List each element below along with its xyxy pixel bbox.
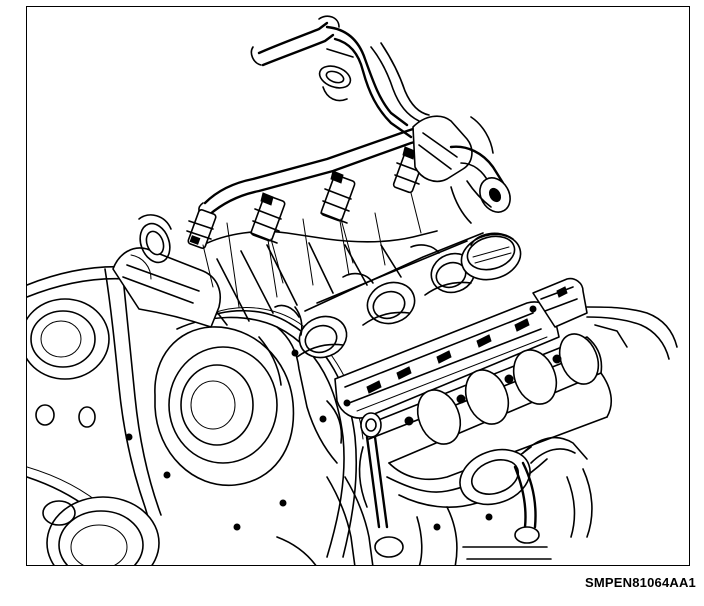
engine-block (258, 306, 343, 464)
intake-plenum (202, 212, 438, 322)
fuel-injector-1 (186, 209, 217, 249)
fuel-injector-3 (320, 170, 356, 224)
oil-pan-area (276, 476, 404, 565)
oil-filler-cap (460, 232, 522, 281)
injector-guide-lines (202, 192, 422, 288)
fuel-lines (250, 15, 430, 139)
figure-code-label: SMPEN81064AA1 (585, 575, 696, 590)
lower-left-pulley (42, 496, 160, 565)
ignition-coil-pack (532, 277, 678, 360)
cylinder-head (360, 333, 613, 481)
fuel-pressure-regulator (412, 115, 511, 224)
lower-right-accessories (386, 436, 593, 565)
valve-cover (334, 301, 560, 419)
center-timing-pulley (154, 326, 295, 486)
oil-dipstick (358, 412, 389, 529)
throttle-body (112, 214, 221, 328)
engine-illustration (27, 15, 678, 565)
cover-bolt-holes (35, 404, 171, 479)
fuel-injector-2 (250, 192, 286, 244)
upper-left-pulley (27, 298, 110, 380)
engine-line-drawing (26, 6, 690, 566)
